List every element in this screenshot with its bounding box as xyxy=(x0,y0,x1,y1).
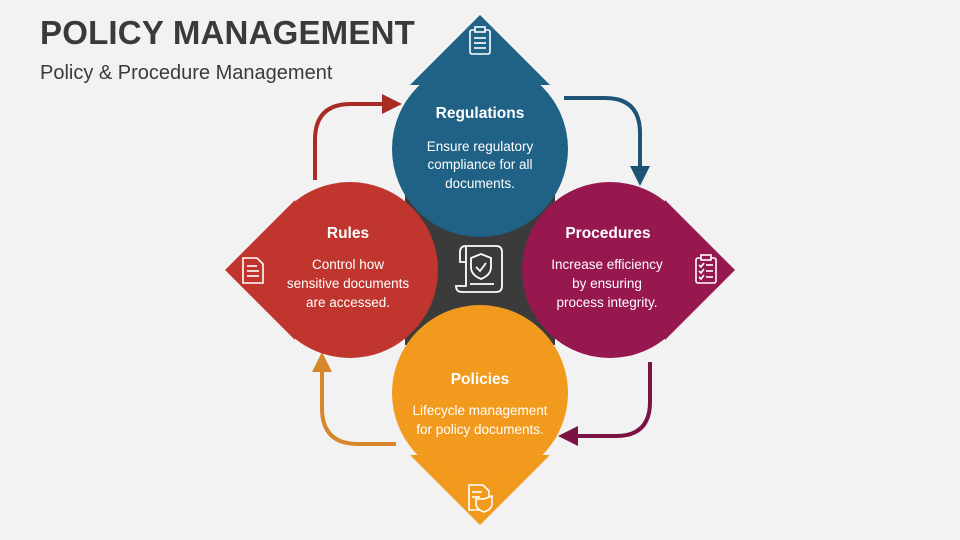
arrow-rules-to-regulations xyxy=(313,94,402,180)
document-shield-icon xyxy=(468,484,493,513)
regulations-line-1: Ensure regulatory xyxy=(427,139,534,154)
policies-line-2: for policy documents. xyxy=(416,422,544,437)
procedures-line-2: by ensuring xyxy=(572,276,642,291)
policies-title: Policies xyxy=(451,371,510,388)
procedures-title: Procedures xyxy=(565,225,650,242)
rules-title: Rules xyxy=(327,225,369,242)
arrow-regulations-to-procedures xyxy=(564,96,650,186)
policies-line-1: Lifecycle management xyxy=(412,403,547,418)
rules-line-2: sensitive documents xyxy=(287,276,410,291)
document-text-icon xyxy=(242,257,264,284)
arrow-procedures-to-policies xyxy=(558,362,652,446)
regulations-tip xyxy=(410,15,550,85)
arrow-policies-to-rules xyxy=(312,352,396,446)
regulations-line-2: compliance for all xyxy=(427,157,532,172)
policy-scroll-shield-icon xyxy=(455,245,503,293)
procedures-line-3: process integrity. xyxy=(556,295,657,310)
regulations-circle xyxy=(392,61,568,237)
clipboard-checklist-icon xyxy=(695,254,717,284)
clipboard-list-icon xyxy=(469,26,491,55)
page-title: POLICY MANAGEMENT xyxy=(40,14,415,51)
regulations-line-3: documents. xyxy=(445,176,515,191)
page-subtitle: Policy & Procedure Management xyxy=(40,62,333,84)
policies-circle xyxy=(392,305,568,481)
rules-line-1: Control how xyxy=(312,257,384,272)
rules-circle xyxy=(262,182,438,358)
procedures-circle xyxy=(522,182,698,358)
regulations-title: Regulations xyxy=(436,105,525,122)
procedures-line-1: Increase efficiency xyxy=(551,257,663,272)
rules-line-3: are accessed. xyxy=(306,295,390,310)
